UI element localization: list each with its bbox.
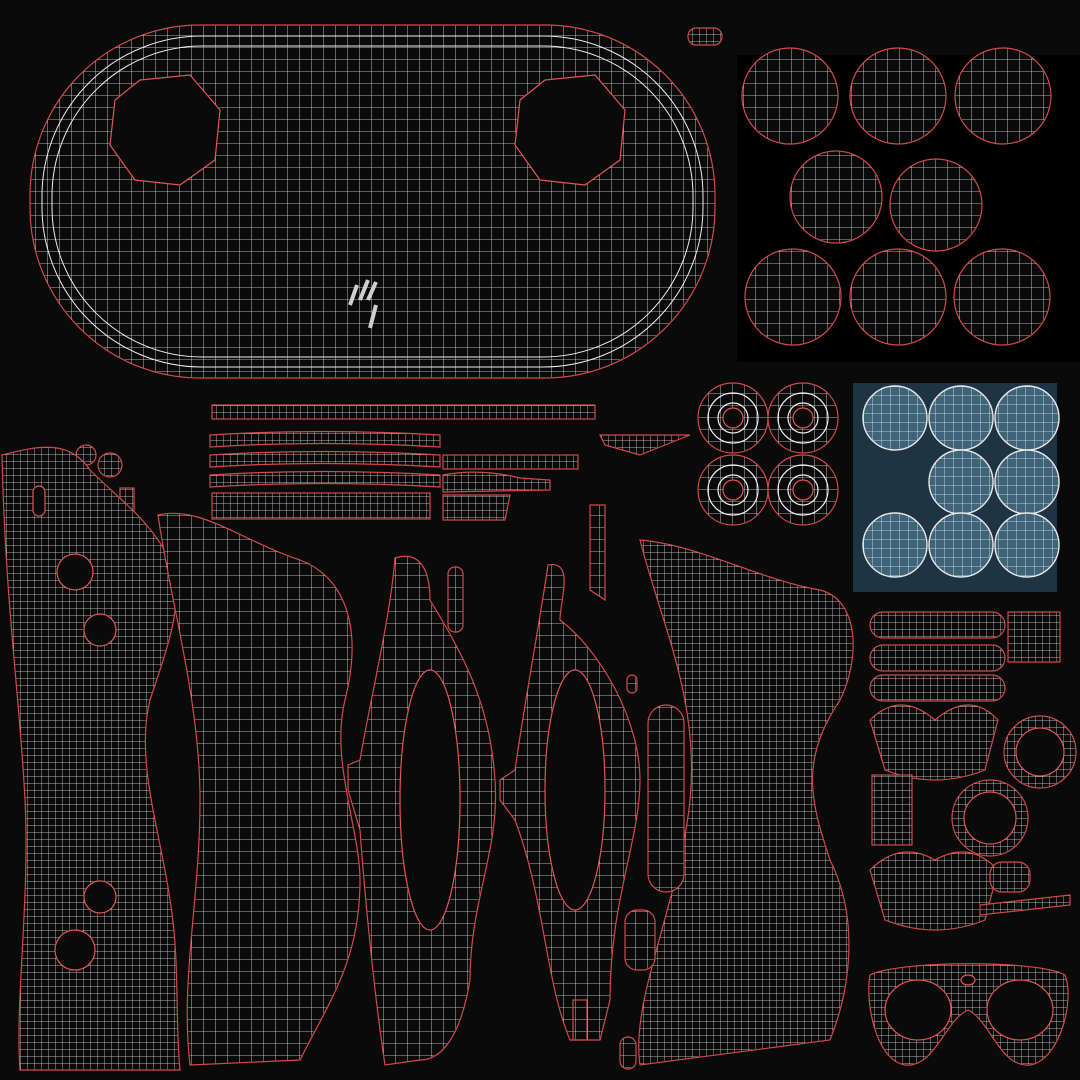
uv-button-disc [889, 158, 983, 252]
uv-button-disc [741, 47, 839, 145]
uv-island-frame-right [499, 564, 641, 1041]
uv-button-disc [744, 248, 842, 346]
uv-island-left-side [1, 446, 181, 1071]
uv-small-pieces [447, 504, 685, 1070]
uv-right-cluster [869, 611, 1077, 931]
uv-strips [75, 404, 691, 521]
uv-hole-right [514, 74, 626, 186]
hp-logo [348, 279, 378, 329]
uv-button-disc [849, 248, 947, 346]
uv-island-goggle-frame [868, 963, 1069, 1066]
uv-island-right-side [638, 539, 854, 1066]
uv-island-inner-left [157, 512, 361, 1066]
uv-island-small-pill [687, 27, 723, 46]
uv-button-disc [954, 47, 1052, 145]
uv-button-disc [953, 248, 1051, 346]
uv-button-disc [849, 47, 947, 145]
uv-hole-left [109, 74, 221, 186]
uv-panel-lenses-blue [853, 383, 1060, 592]
uv-rings [697, 382, 839, 526]
uv-button-disc [789, 150, 883, 244]
uv-island-top-shell [29, 24, 716, 379]
uv-island-frame-left [347, 555, 497, 1066]
uv-panel-buttons-dark [737, 47, 1080, 362]
